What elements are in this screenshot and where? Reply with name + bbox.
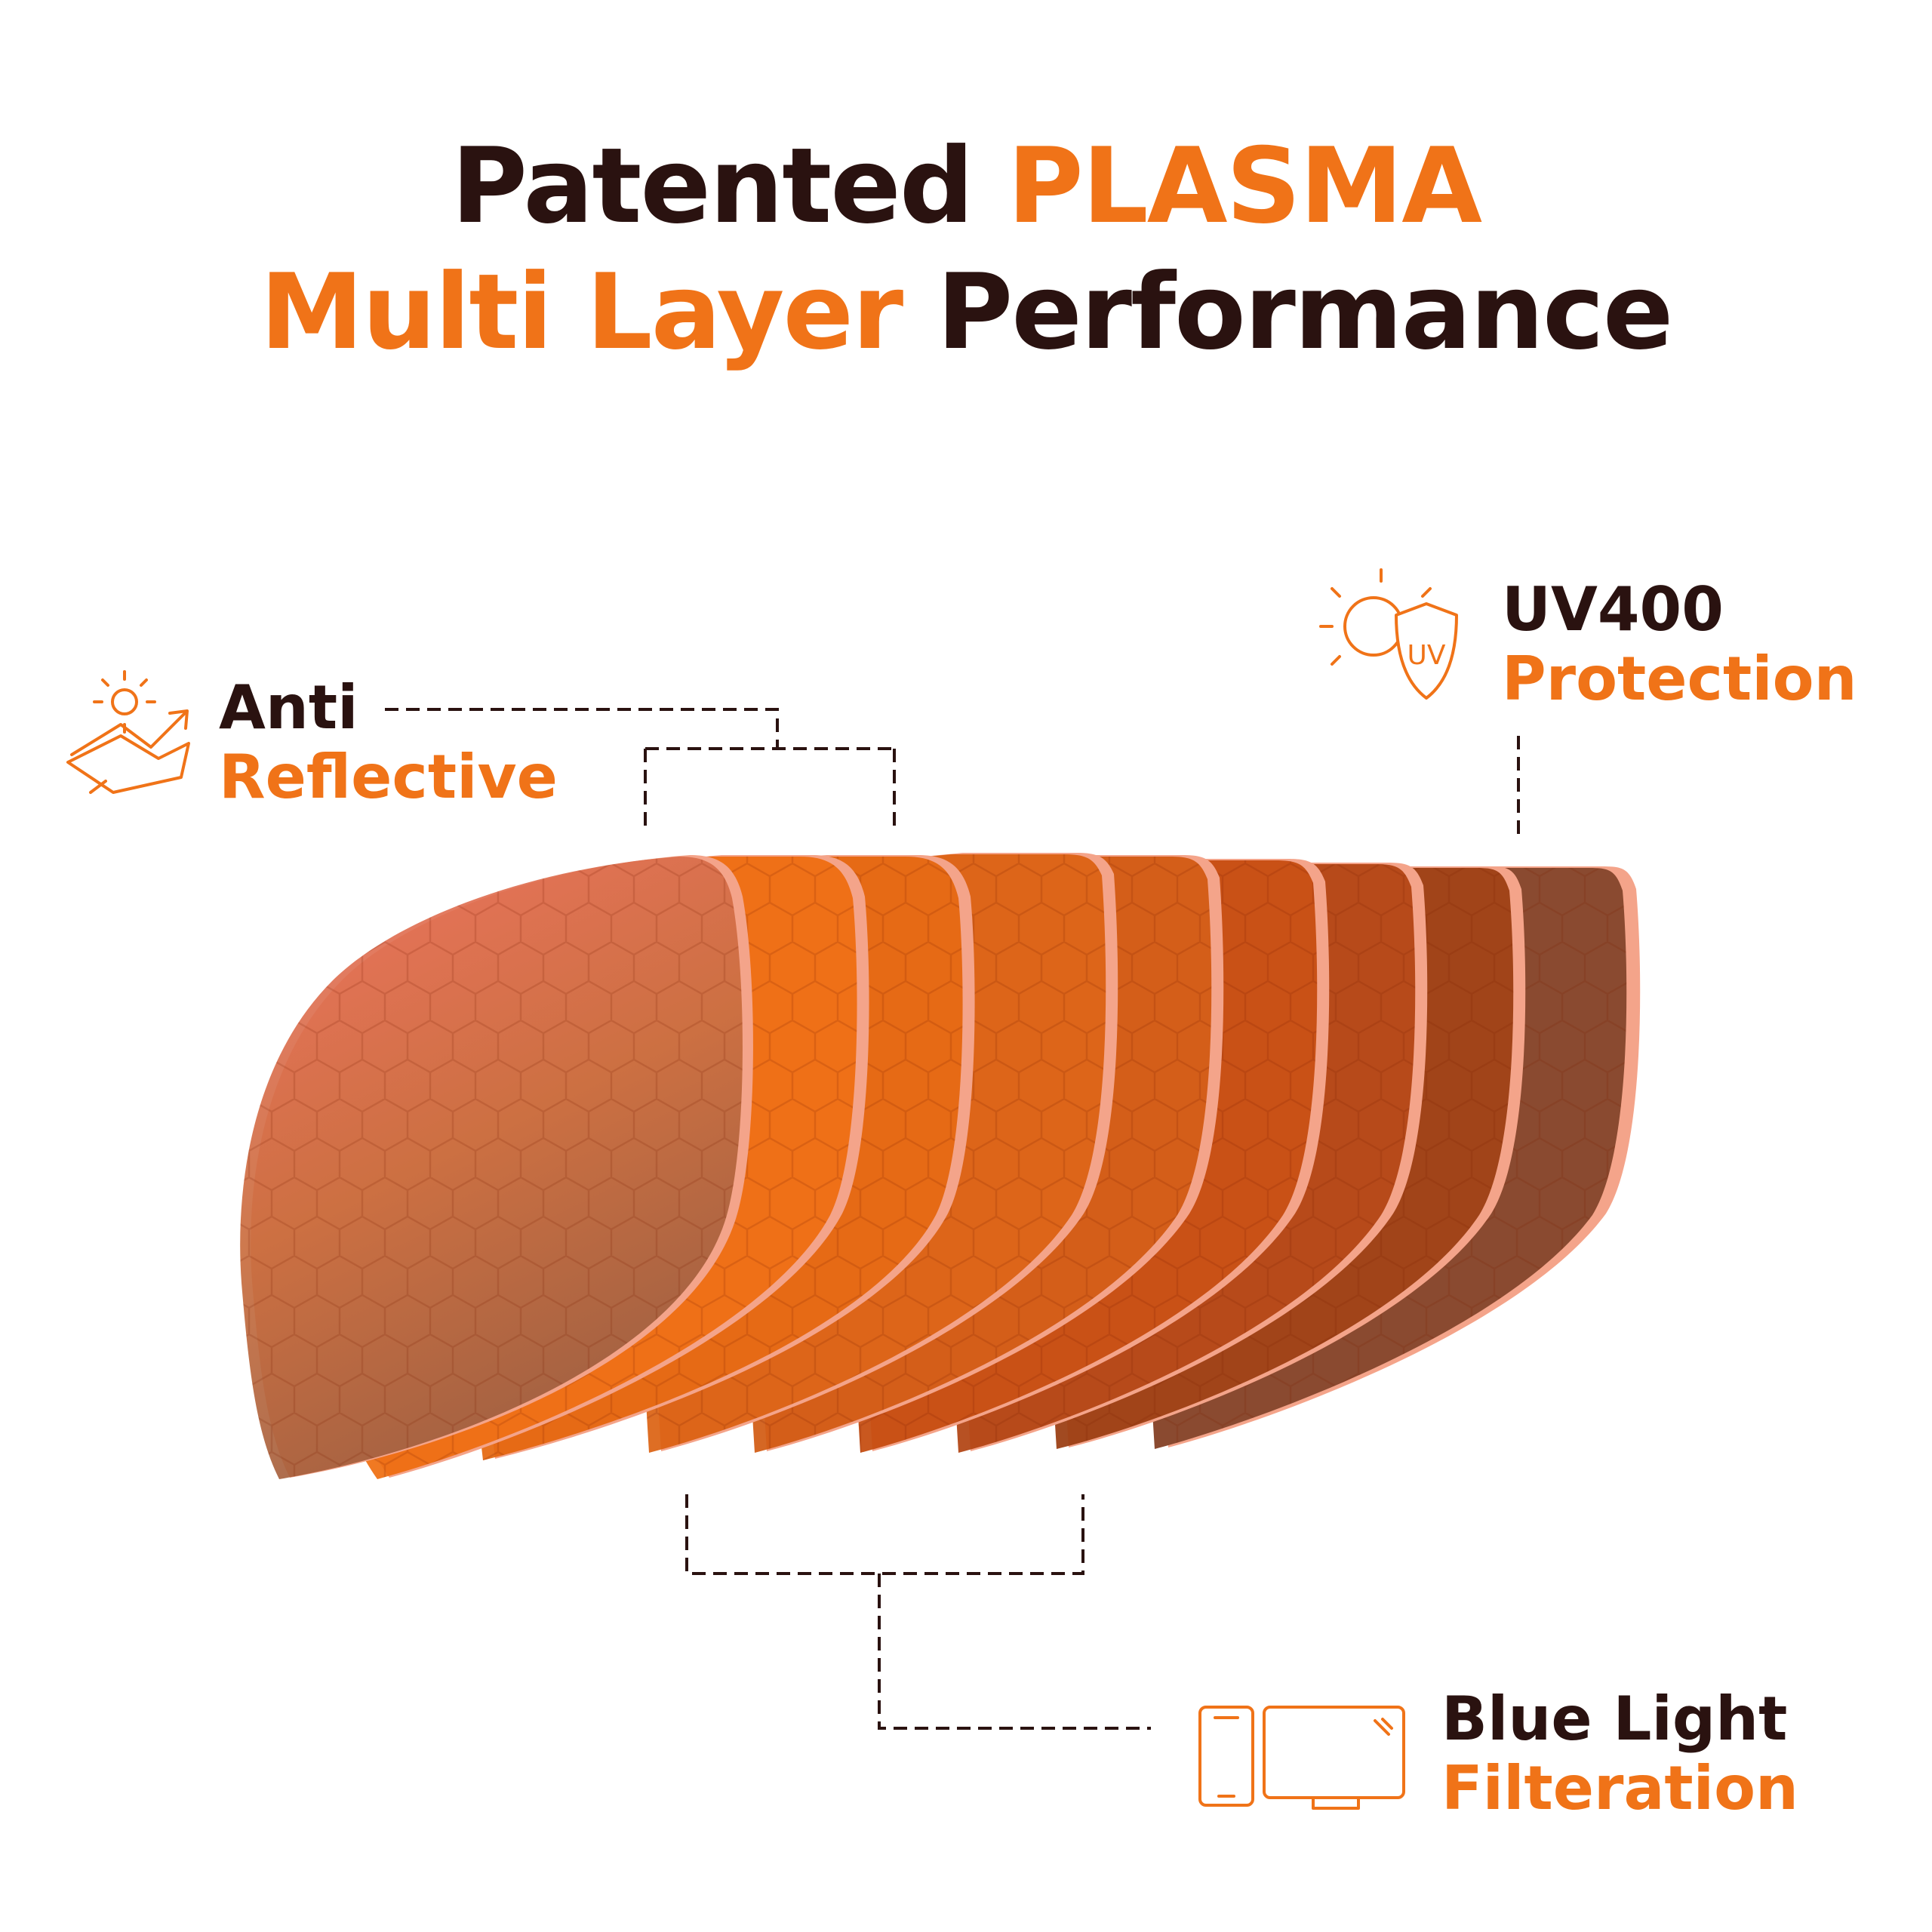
phone-monitor-icon bbox=[1198, 1706, 1405, 1810]
blue-light-line2: Filteration bbox=[1441, 1753, 1799, 1823]
anti-reflective-connector bbox=[385, 708, 896, 830]
dashed-connectors bbox=[385, 708, 1520, 1730]
title-patented: Patented bbox=[451, 125, 1008, 247]
anti-reflective-line1: Anti bbox=[219, 672, 358, 743]
headline-line-2: Multi Layer Performance bbox=[0, 260, 1932, 365]
title-multi-layer: Multi Layer bbox=[260, 251, 904, 373]
title-plasma: PLASMA bbox=[1007, 125, 1482, 247]
lens-layer-1 bbox=[240, 855, 753, 1479]
anti-reflective-line2: Reflective bbox=[219, 742, 558, 812]
headline-line-1: Patented PLASMA bbox=[0, 134, 1932, 238]
uv-badge-text: UV bbox=[1407, 640, 1446, 671]
blue-light-line1: Blue Light bbox=[1441, 1684, 1788, 1754]
sun-hands-icon bbox=[66, 670, 190, 794]
uv-shield-icon: UV bbox=[1319, 568, 1458, 700]
lens-layers bbox=[240, 853, 1641, 1479]
uv400-line2: Protection bbox=[1502, 644, 1857, 714]
title-performance: Performance bbox=[902, 251, 1673, 373]
blue-light-connector bbox=[685, 1494, 1151, 1730]
uv400-line1: UV400 bbox=[1502, 574, 1724, 645]
